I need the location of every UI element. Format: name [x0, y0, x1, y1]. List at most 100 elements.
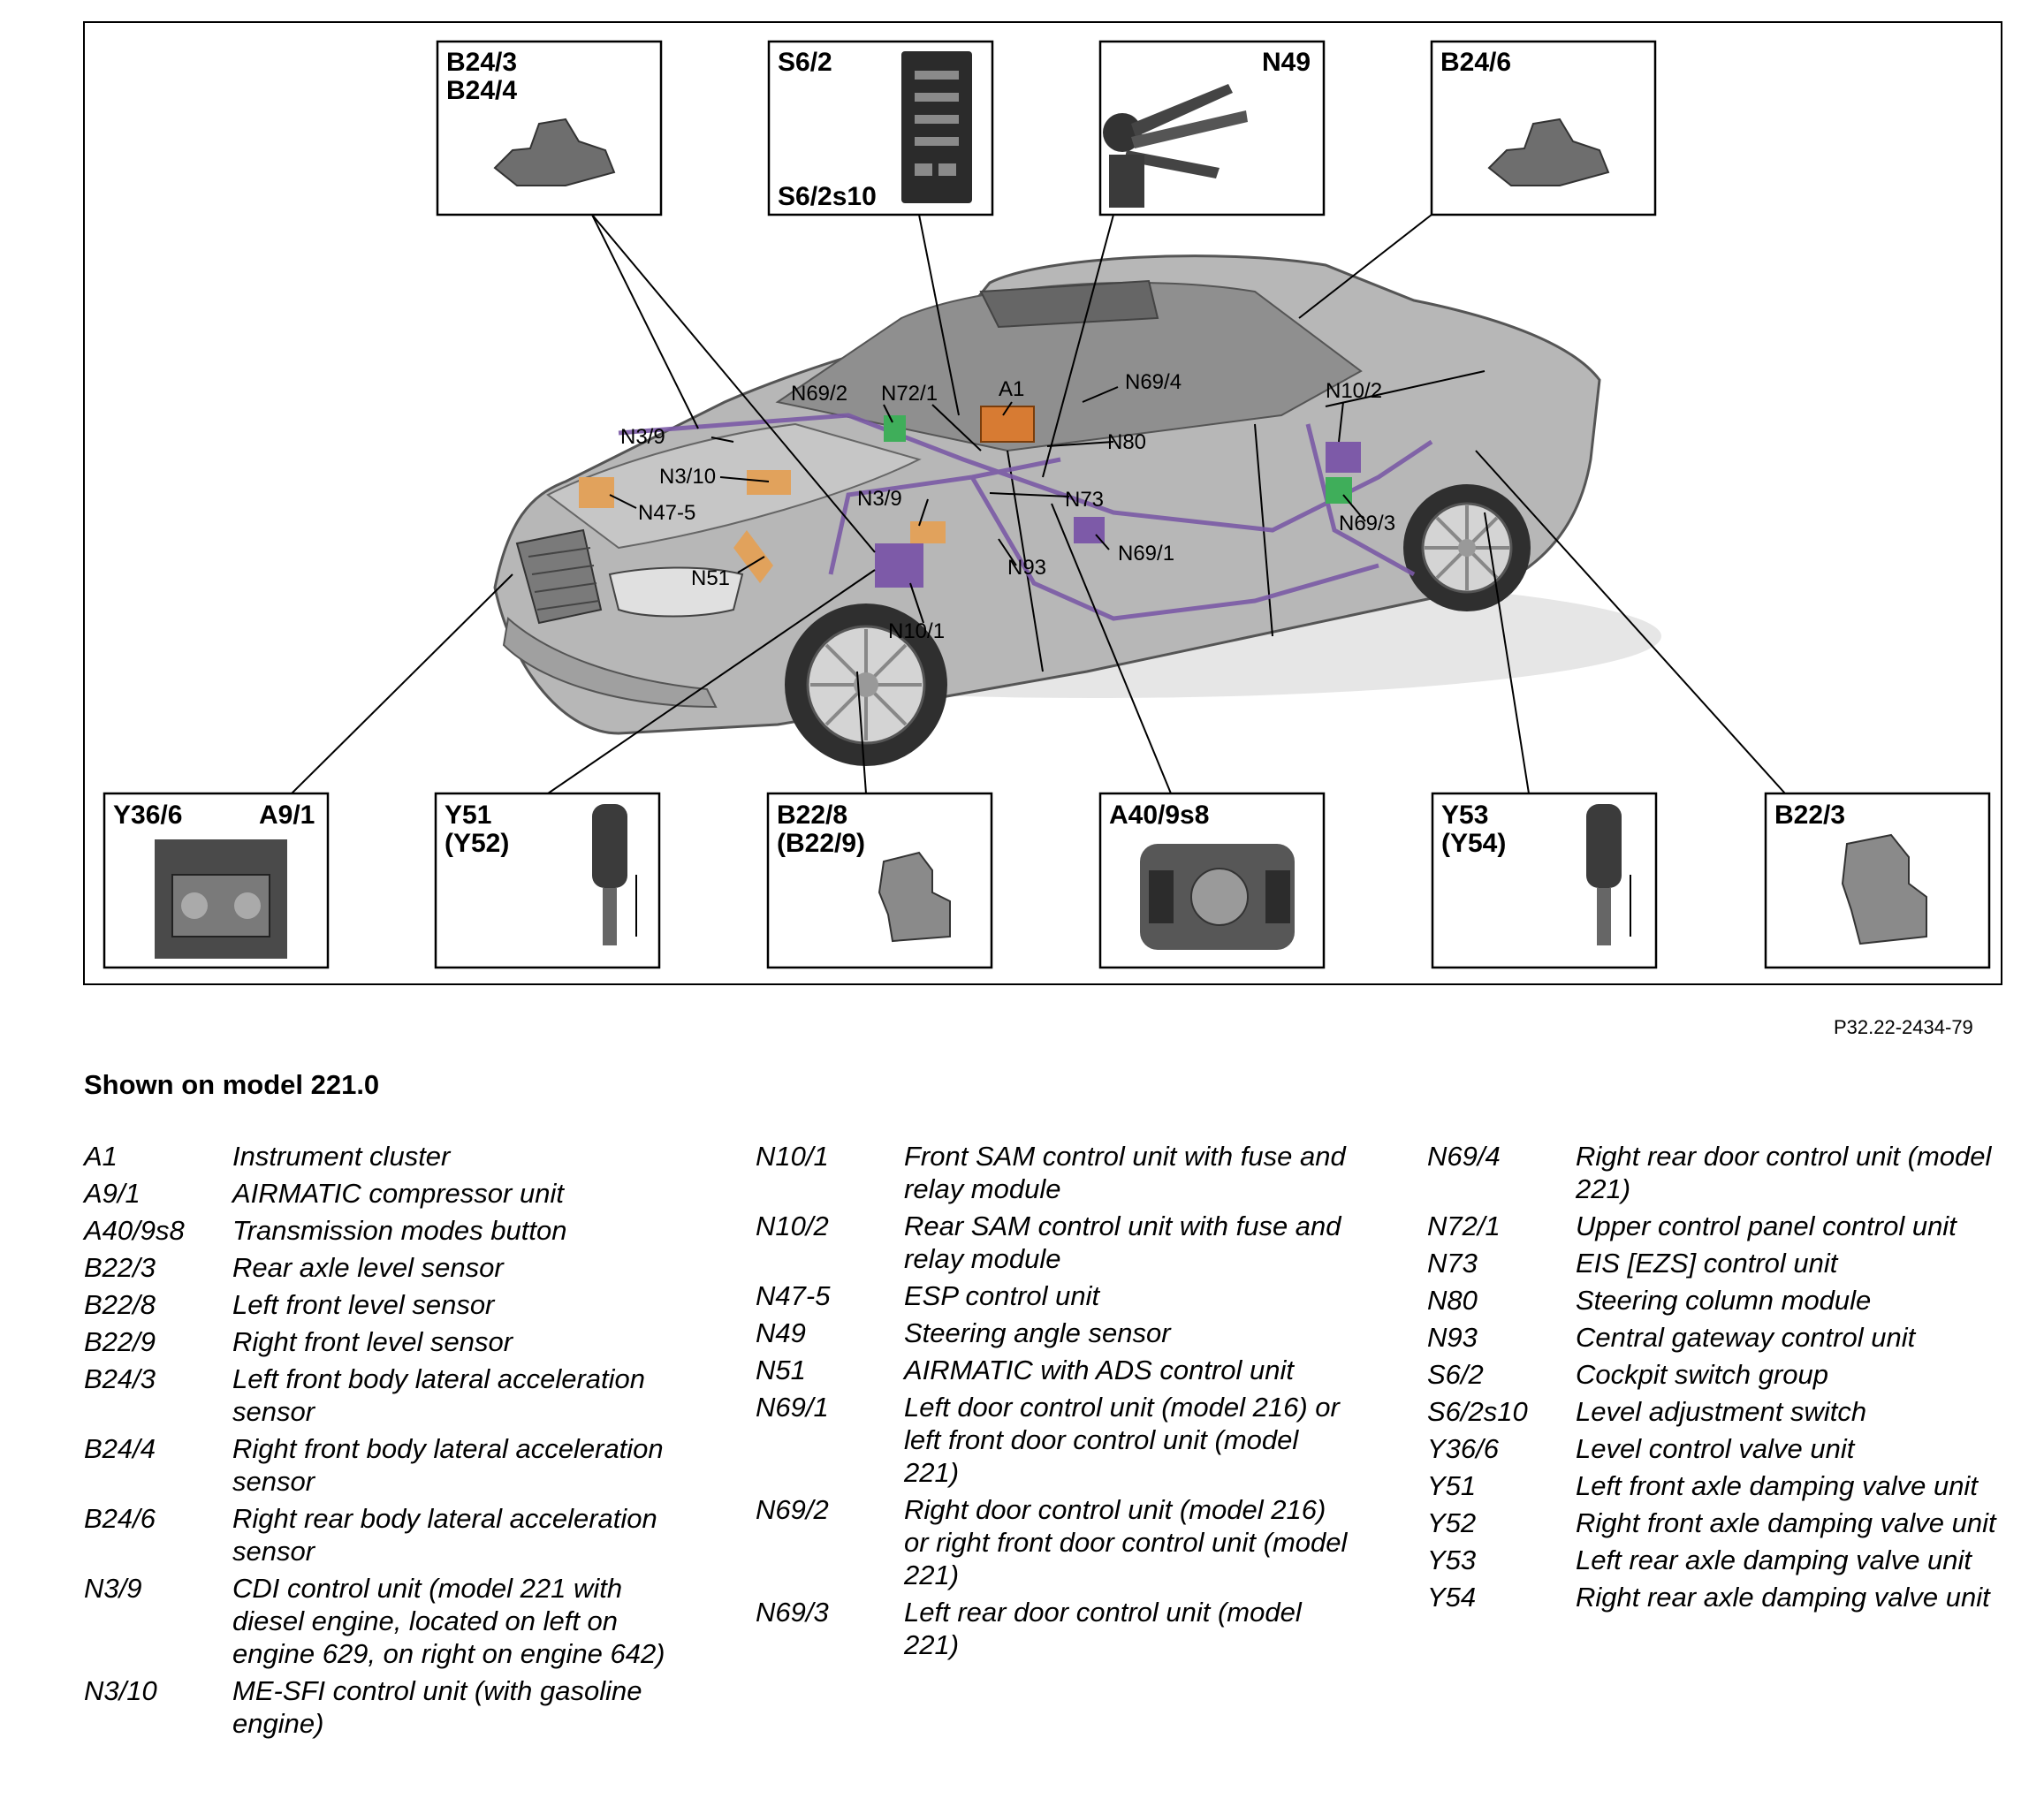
svg-text:B24/4: B24/4 — [446, 76, 517, 105]
legend-description: Left front axle damping valve unit — [1576, 1470, 1978, 1501]
svg-text:N73: N73 — [1065, 488, 1104, 512]
legend-description: Instrument cluster — [232, 1141, 451, 1172]
legend-code: Y54 — [1427, 1582, 1477, 1613]
legend-description: ESP control unit — [904, 1280, 1100, 1311]
legend-description: Right front body lateral acceleration se… — [232, 1433, 664, 1497]
svg-text:N69/2: N69/2 — [791, 382, 847, 406]
svg-text:Y36/6: Y36/6 — [113, 801, 182, 830]
legend-item: N3/9 CDI control unit (model 221 with die… — [84, 1572, 685, 1670]
component-box-b24-6: B24/6 — [1430, 40, 1657, 216]
callout-labels: N69/2 N72/1 A1 N69/4 N10/2 N3/9 N3/10 N8… — [620, 370, 1395, 643]
component-box-b22-3: B22/3 — [1764, 792, 1991, 969]
legend-description: AIRMATIC with ADS control unit — [904, 1355, 1295, 1385]
legend-code: B22/3 — [84, 1252, 156, 1283]
svg-text:Y51: Y51 — [445, 801, 491, 830]
legend-code: N47-5 — [756, 1280, 831, 1311]
component-box-s6-2: S6/2 S6/2s10 — [767, 40, 994, 216]
svg-text:N69/3: N69/3 — [1339, 512, 1395, 535]
svg-text:A9/1: A9/1 — [259, 801, 315, 830]
legend-description: CDI control unit (model 221 with diesel … — [232, 1573, 665, 1669]
legend-item: N10/2 Rear SAM control unit with fuse and… — [756, 1210, 1356, 1275]
svg-text:N3/10: N3/10 — [659, 465, 716, 489]
svg-text:S6/2: S6/2 — [778, 48, 832, 77]
svg-text:(Y54): (Y54) — [1441, 829, 1506, 858]
legend-code: S6/2 — [1427, 1359, 1484, 1390]
legend-code: Y36/6 — [1427, 1433, 1500, 1464]
legend-description: Steering angle sensor — [904, 1317, 1171, 1348]
component-box-a40-9s8: A40/9s8 — [1098, 792, 1326, 969]
legend-code: B24/6 — [84, 1503, 156, 1534]
legend-description: Right front level sensor — [232, 1326, 513, 1357]
figure-code: P32.22-2434-79 — [1834, 1016, 1973, 1038]
legend-item: A40/9s8 Transmission modes button — [84, 1214, 685, 1247]
component-box-y36-6: Y36/6 A9/1 — [103, 792, 330, 969]
component-box-b22-8: B22/8 (B22/9) — [766, 792, 993, 969]
legend-description: Right rear door control unit (model 221) — [1576, 1141, 1992, 1204]
legend-code: N3/9 — [84, 1573, 142, 1604]
svg-text:N10/2: N10/2 — [1326, 379, 1382, 403]
legend-item: Y53 Left rear axle damping valve unit — [1427, 1544, 2028, 1576]
legend-code: Y53 — [1427, 1545, 1477, 1575]
legend-description: EIS [EZS] control unit — [1576, 1248, 1838, 1279]
legend-description: Right front axle damping valve unit — [1576, 1507, 1996, 1538]
legend-code: N69/2 — [756, 1494, 829, 1525]
legend-item: N47-5 ESP control unit — [756, 1279, 1356, 1312]
legend-description: Steering column module — [1576, 1285, 1872, 1316]
legend-code: A9/1 — [84, 1178, 141, 1209]
legend-description: ME-SFI control unit (with gasoline engin… — [232, 1675, 642, 1739]
legend-code: N69/3 — [756, 1597, 829, 1628]
component-box-b24-3: B24/3 B24/4 — [436, 40, 663, 216]
legend-code: N51 — [756, 1355, 806, 1385]
legend-item: Y51 Left front axle damping valve unit — [1427, 1469, 2028, 1502]
svg-text:N3/9: N3/9 — [620, 425, 665, 449]
legend-code: N3/10 — [84, 1675, 157, 1706]
svg-text:Y53: Y53 — [1441, 801, 1488, 830]
legend-code: B22/9 — [84, 1326, 156, 1357]
svg-text:A40/9s8: A40/9s8 — [1109, 801, 1209, 830]
svg-text:B24/3: B24/3 — [446, 48, 517, 77]
svg-text:N69/4: N69/4 — [1125, 370, 1182, 394]
legend-description: Level adjustment switch — [1576, 1396, 1867, 1427]
legend-code: Y51 — [1427, 1470, 1477, 1501]
svg-text:B22/8: B22/8 — [777, 801, 847, 830]
legend-description: Central gateway control unit — [1576, 1322, 1916, 1353]
legend-description: Left rear axle damping valve unit — [1576, 1545, 1972, 1575]
legend-description: Right door control unit (model 216) or r… — [904, 1494, 1348, 1590]
svg-text:(Y52): (Y52) — [445, 829, 509, 858]
legend-description: Rear SAM control unit with fuse and rela… — [904, 1211, 1341, 1274]
legend-description: Upper control panel control unit — [1576, 1211, 1957, 1241]
svg-text:N3/9: N3/9 — [857, 487, 902, 511]
svg-text:N72/1: N72/1 — [881, 382, 938, 406]
legend-description: Right rear axle damping valve unit — [1576, 1582, 1990, 1613]
legend-item: Y52 Right front axle damping valve unit — [1427, 1507, 2028, 1539]
legend-description: Level control valve unit — [1576, 1433, 1855, 1464]
legend-code: Y52 — [1427, 1507, 1477, 1538]
legend-code: A40/9s8 — [84, 1215, 185, 1246]
rear-wheel — [1403, 484, 1531, 611]
svg-text:B22/3: B22/3 — [1774, 801, 1845, 830]
legend-code: N10/2 — [756, 1211, 829, 1241]
svg-text:N10/1: N10/1 — [888, 619, 945, 643]
svg-text:N93: N93 — [1007, 556, 1046, 580]
legend-description: Front SAM control unit with fuse and rel… — [904, 1141, 1346, 1204]
component-box-y51: Y51 (Y52) — [434, 792, 661, 969]
legend-item: N69/2 Right door control unit (model 216)… — [756, 1493, 1356, 1591]
legend-description: Transmission modes button — [232, 1215, 567, 1246]
legend-item: A1 Instrument cluster — [84, 1140, 685, 1173]
front-wheel — [785, 603, 947, 766]
svg-text:N49: N49 — [1262, 48, 1311, 77]
svg-text:N69/1: N69/1 — [1118, 542, 1174, 565]
legend-code: A1 — [84, 1141, 118, 1172]
svg-text:A1: A1 — [999, 377, 1024, 401]
